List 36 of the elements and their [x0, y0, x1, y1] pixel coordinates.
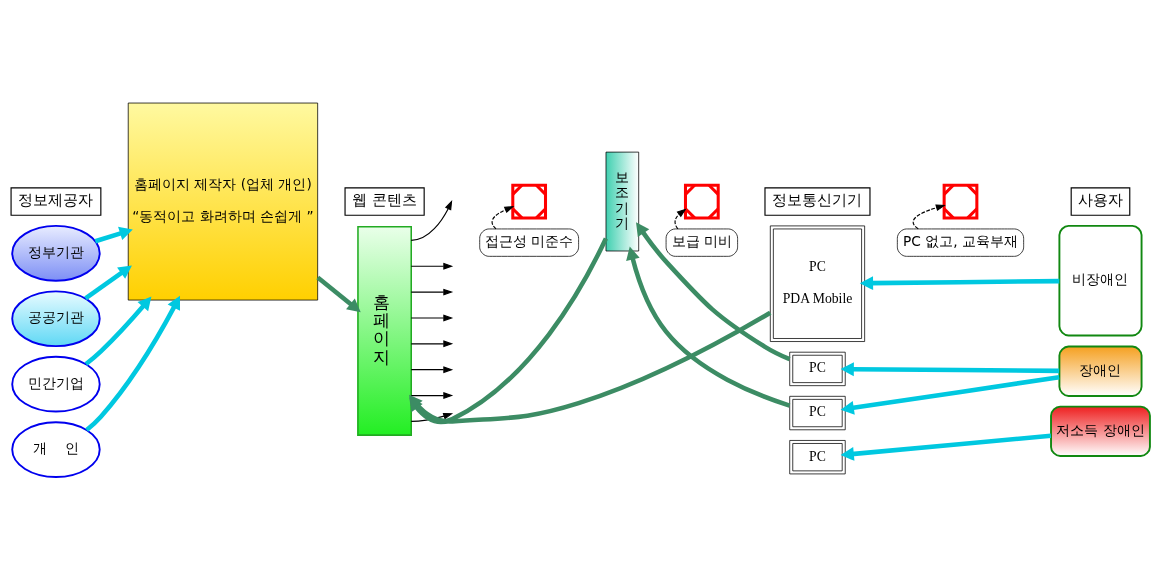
arrow: [840, 362, 1060, 377]
arrow: [636, 222, 791, 362]
node-ellipse: 민간기업: [11, 355, 101, 413]
arrow: [85, 295, 180, 432]
arrow: [410, 288, 454, 296]
node-box: PC 없고, 교육부재: [897, 228, 1024, 257]
arrow: [626, 246, 791, 408]
arrow: [84, 296, 152, 366]
node-box: 웹 콘텐츠: [344, 187, 425, 216]
node-ellipse: 공공기관: [11, 290, 101, 348]
node-box: 접근성 미준수: [479, 228, 579, 257]
node-box: 정보통신기기: [764, 187, 871, 216]
arrow: [410, 200, 453, 241]
node-ellipse: 개 인: [11, 421, 101, 478]
node-box: 장애인: [1058, 345, 1143, 397]
arrow: [94, 226, 133, 244]
node-box: 사용자: [1070, 187, 1131, 216]
node-box: 보급 미비: [665, 228, 738, 257]
arrow: [410, 340, 454, 348]
arrow: [859, 276, 1060, 291]
arrow: [912, 204, 946, 230]
node-ellipse: 정부기관: [11, 224, 101, 282]
arrow: [674, 208, 687, 230]
node-box: 비장애인: [1058, 224, 1143, 337]
arrow: [840, 375, 1060, 415]
node-box: 홈페이지 제작자 (업체 개인) “동적이고 화려하며 손쉽게 ”: [127, 102, 319, 301]
node-box: 저소득 장애인: [1050, 405, 1151, 457]
arrow: [410, 262, 454, 270]
arrow: [840, 433, 1052, 461]
arrow: [491, 206, 515, 230]
node-box: 보조기기: [605, 151, 640, 252]
arrow: [316, 275, 361, 313]
arrow: [410, 366, 454, 374]
arrow: [84, 265, 132, 301]
arrow: [410, 314, 454, 322]
node-box: 정보제공자: [10, 187, 102, 216]
